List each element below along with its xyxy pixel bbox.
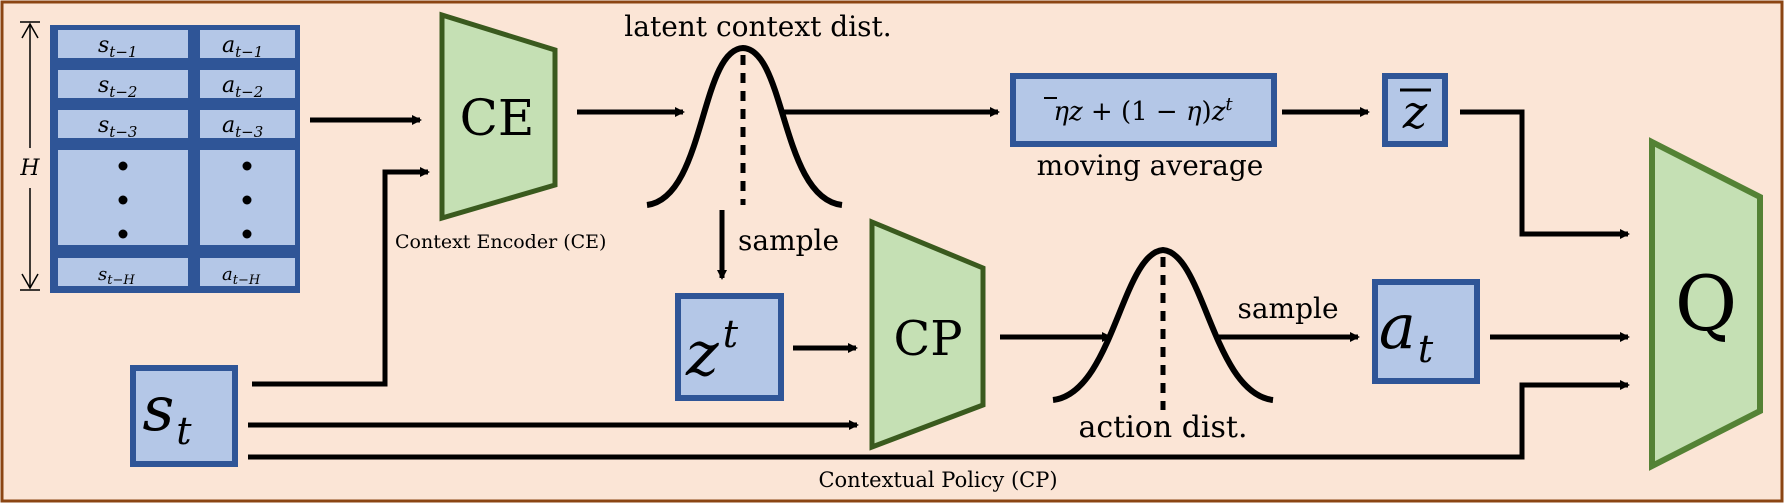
moving-average-box (1010, 73, 1277, 147)
history-table: st−1 at−1 st−2 at−2 st−3 at−3 st−H at−H (50, 25, 300, 293)
q-block (1649, 137, 1763, 471)
history-cell-state-3 (58, 110, 188, 138)
history-action-label-H: at−H (222, 264, 261, 288)
zt-box (675, 293, 784, 401)
horizon-label: H (19, 156, 40, 181)
history-cell-state-H (58, 258, 188, 286)
history-state-label-H: st−H (98, 264, 135, 288)
history-ellipsis-dots (118, 161, 252, 239)
at-box (1372, 279, 1480, 384)
arrow-zbar-to-q (1460, 109, 1630, 239)
action-dist-caption: action dist. (1078, 410, 1247, 445)
zbar-box (1382, 73, 1448, 147)
ce-block-label: CE (460, 89, 535, 147)
ce-block (439, 11, 558, 222)
ce-caption: Context Encoder (CE) (395, 231, 606, 253)
latent-dist-curve (646, 44, 843, 208)
history-action-label-1: at−1 (222, 33, 263, 61)
history-cell-action-2 (200, 70, 295, 98)
history-state-label-2: st−2 (98, 73, 137, 101)
history-action-label-3: at−3 (222, 113, 263, 141)
history-cell-action-3 (200, 110, 295, 138)
latent-sample-label: sample (738, 224, 839, 257)
cp-caption: Contextual Policy (CP) (818, 468, 1057, 492)
horizon-indicator (20, 21, 40, 291)
history-cell-state-1 (58, 30, 188, 58)
history-cell-action-1 (200, 30, 295, 58)
action-sample-label: sample (1237, 292, 1338, 325)
moving-average-formula: ηz + (1 − η)zt (1053, 94, 1233, 127)
latent-dist-caption: latent context dist. (624, 10, 891, 43)
history-state-label-1: st−1 (98, 33, 137, 61)
cp-block (869, 218, 986, 451)
arrow-st-to-ce (252, 167, 430, 387)
history-cell-state-2 (58, 70, 188, 98)
history-state-label-3: st−3 (98, 113, 137, 141)
cp-block-label: CP (893, 311, 962, 367)
action-dist-curve (1052, 246, 1274, 403)
history-action-label-2: at−2 (222, 73, 263, 101)
moving-average-caption: moving average (1037, 149, 1264, 182)
history-cell-action-H (200, 258, 295, 286)
at-label: at (1379, 290, 1434, 371)
st-box (130, 365, 238, 467)
zbar-label: z (1402, 85, 1428, 139)
st-label: st (142, 372, 192, 453)
arrow-st-to-q (248, 380, 1630, 460)
q-block-label: Q (1675, 259, 1737, 348)
